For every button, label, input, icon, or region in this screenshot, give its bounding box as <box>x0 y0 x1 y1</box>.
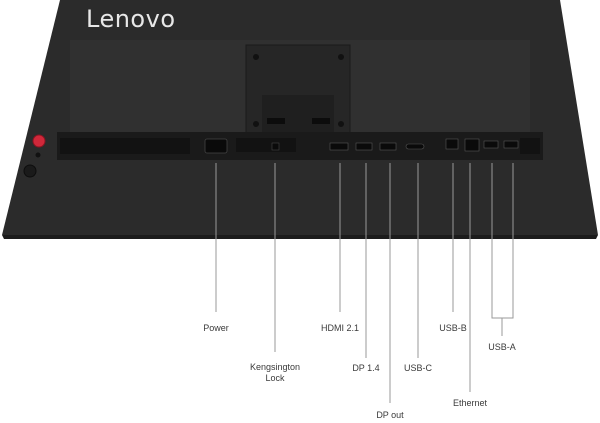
label-usb-a: USB-A <box>488 342 516 352</box>
power-port-icon <box>204 138 228 154</box>
kensington-lock-slot-icon <box>271 142 280 151</box>
vent-grille-right <box>520 138 540 154</box>
hdmi-port-icon <box>329 142 349 151</box>
joystick-icon <box>23 164 37 178</box>
dp14-port-icon <box>355 142 373 151</box>
power-indicator-icon <box>35 152 41 158</box>
vent-grille-center <box>236 138 296 152</box>
label-dp14: DP 1.4 <box>352 363 380 373</box>
monitor-bottom-edge <box>2 235 598 239</box>
label-ethernet: Ethernet <box>452 398 488 408</box>
callout-lines <box>215 163 514 403</box>
label-usb-c: USB-C <box>403 363 432 373</box>
label-power: Power <box>203 323 229 333</box>
usb-c-port-icon <box>405 143 425 150</box>
label-kensington: Kengsington Lock <box>242 362 308 384</box>
power-button-icon <box>32 134 46 148</box>
label-usb-b: USB-B <box>439 323 467 333</box>
vesa-screw-hole <box>253 121 259 127</box>
vesa-screw-hole <box>253 54 259 60</box>
label-kensington-line2: Lock <box>265 373 285 383</box>
ethernet-port-icon <box>464 138 480 152</box>
lenovo-logo: Lenovo <box>86 5 176 33</box>
label-kensington-line1: Kengsington <box>249 362 301 372</box>
stand-slot-right <box>312 118 330 124</box>
usb-a-port-icon <box>483 140 499 149</box>
vesa-screw-hole <box>338 54 344 60</box>
label-dp-out: DP out <box>376 410 404 420</box>
dp-out-port-icon <box>379 142 397 151</box>
usb-a-port-icon <box>503 140 519 149</box>
usb-b-port-icon <box>445 138 459 150</box>
stand-bracket <box>262 95 334 133</box>
stand-slot-left <box>267 118 285 124</box>
vent-grille-left <box>60 138 190 154</box>
vesa-screw-hole <box>338 121 344 127</box>
label-hdmi: HDMI 2.1 <box>320 323 359 333</box>
